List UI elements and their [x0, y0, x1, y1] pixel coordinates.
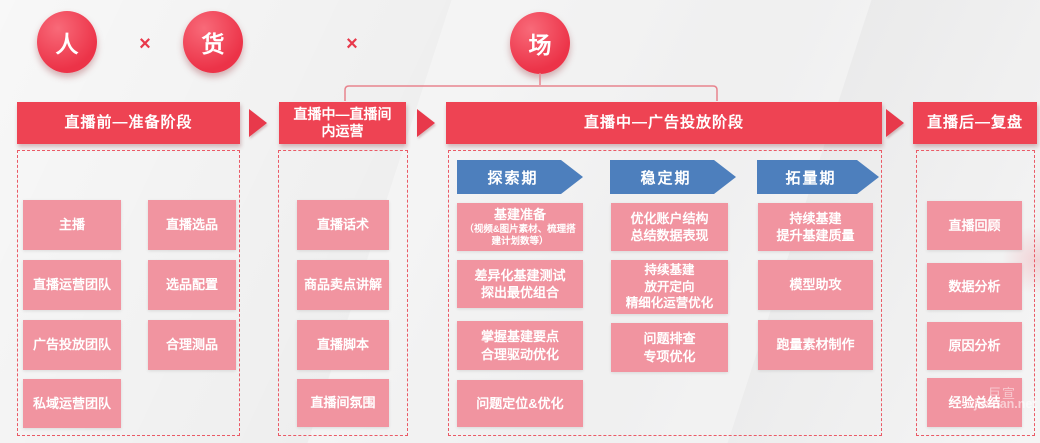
list-item: 选品配置	[148, 260, 236, 310]
phase-banner-stable: 稳定期	[610, 160, 736, 194]
multiply-icon: ×	[346, 32, 358, 55]
connector-bracket	[344, 85, 718, 101]
list-item: 私域运营团队	[23, 379, 121, 428]
list-item: 直播选品	[148, 200, 236, 250]
list-item: 掌握基建要点 合理驱动优化	[457, 321, 583, 370]
multiply-icon: ×	[139, 32, 151, 55]
list-item: 数据分析	[927, 263, 1022, 310]
node-goods: 货	[183, 11, 243, 73]
item-note: （视频&图片素材、梳理搭建计划数等）	[464, 224, 576, 248]
stage-arrow-icon	[249, 109, 267, 137]
pane-review	[916, 150, 1035, 436]
node-person-label: 人	[55, 31, 79, 57]
item-title: 基建准备	[493, 207, 546, 223]
list-item: 基建准备 （视频&图片素材、梳理搭建计划数等）	[457, 203, 583, 251]
node-goods-label: 货	[201, 31, 225, 57]
list-item: 经验总结	[927, 378, 1022, 427]
pane-pre-live	[17, 150, 240, 436]
node-venue: 场	[510, 12, 570, 74]
list-item: 直播运营团队	[23, 260, 121, 310]
list-item: 合理测品	[148, 320, 236, 370]
pane-ad-delivery	[448, 150, 882, 436]
stage-arrow-icon	[417, 109, 435, 137]
phase-banner-expansion: 拓量期	[757, 160, 879, 194]
list-item: 差异化基建测试 探出最优组合	[457, 260, 583, 308]
list-item: 优化账户结构 总结数据表现	[611, 203, 728, 251]
list-item: 问题定位&优化	[457, 380, 583, 427]
list-item: 持续基建 放开定向 精细化运营优化	[611, 260, 728, 314]
list-item: 直播回顾	[927, 201, 1022, 250]
pane-in-room-ops	[278, 150, 408, 436]
node-venue-label: 场	[528, 32, 552, 58]
stage-arrow-icon	[886, 109, 904, 137]
list-item: 跑量素材制作	[758, 320, 873, 370]
stage-header-review: 直播后—复盘	[913, 102, 1037, 144]
list-item: 持续基建 提升基建质量	[758, 203, 873, 251]
list-item: 商品卖点讲解	[297, 260, 389, 310]
list-item: 广告投放团队	[23, 320, 121, 370]
list-item: 直播脚本	[297, 320, 389, 370]
stage-header-pre-live: 直播前—准备阶段	[17, 102, 240, 144]
list-item: 模型助攻	[758, 260, 873, 310]
node-person: 人	[37, 11, 97, 73]
list-item: 直播间氛围	[297, 379, 389, 427]
stage-header-in-room-ops: 直播中—直播间 内运营	[279, 102, 406, 144]
phase-banner-exploration: 探索期	[457, 160, 583, 194]
list-item: 原因分析	[927, 322, 1022, 370]
list-item: 直播话术	[297, 200, 389, 250]
list-item: 主播	[23, 200, 121, 250]
stage-header-ad-delivery: 直播中—广告投放阶段	[446, 102, 882, 144]
list-item: 问题排查 专项优化	[611, 323, 728, 372]
